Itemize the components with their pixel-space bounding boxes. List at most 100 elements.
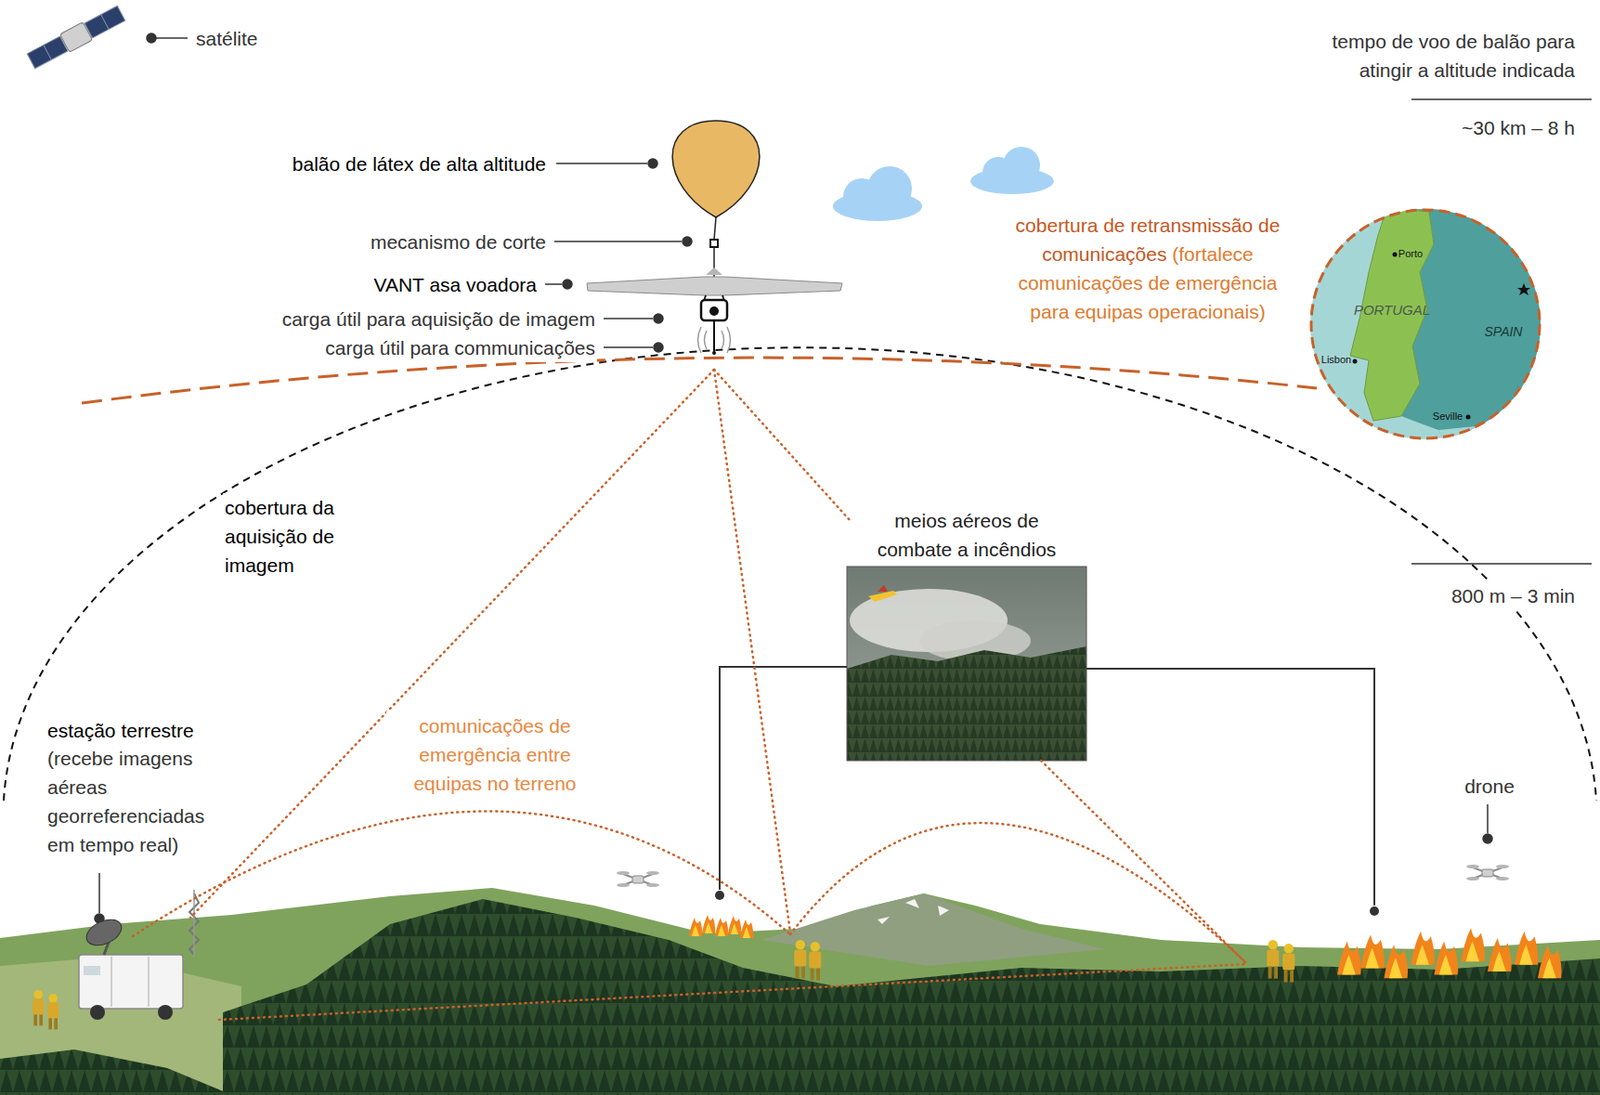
landscape [0,1049,233,1095]
ground-station [78,954,183,1009]
firefighters [808,941,821,981]
firefighters [47,993,59,1029]
scale-heading: tempo de voo de balão para atingir a alt… [1275,26,1577,85]
station-note: (recebe imagens aéreas georreferenciadas… [45,743,235,859]
fire [1460,927,1485,962]
leader-line [1486,804,1489,833]
leader-line [603,346,653,349]
map-place-label: SPAIN [1484,324,1523,339]
aerial-firefighting-photo [877,585,888,592]
map-circle: PortoPORTUGALLisbonSPAINSeville [1308,207,1543,442]
relay-coverage-arc [81,357,1317,404]
communication-link [190,369,715,918]
fire [728,915,742,935]
leader-line [719,666,847,890]
drone-label: drone [1450,771,1529,801]
leader-line [719,666,1375,906]
altitude-scale-line [1411,562,1592,565]
map-place-label: Lisbon [1321,353,1352,365]
ground-station [148,956,150,1007]
satellite-icon [26,36,68,69]
landscape [222,898,1600,1095]
link-label: comunicações de emergência entre equipas… [386,711,604,798]
part-label: VANT asa voadora [372,270,540,300]
ground-station [111,956,113,1007]
coverage-label: cobertura da aquisição de imagem [222,493,385,580]
map-iberia [1466,415,1471,420]
leader-dot [715,890,725,900]
balloon-uav [705,267,723,275]
map-iberia [1517,283,1531,296]
fire [740,919,754,938]
fire [702,914,716,934]
fire [715,917,729,937]
map-outline [1311,209,1540,439]
leader-line [603,317,653,320]
satellite-icon [101,14,109,30]
balloon-uav [709,306,719,316]
balloon-uav [712,351,716,355]
ground-station [193,889,196,957]
landscape [0,887,1600,1095]
communication-link [714,369,791,933]
fire [1514,931,1539,965]
station-label: estação terrestre [45,715,196,745]
cloud [867,166,912,211]
balloon-uav [698,326,731,353]
altitude-scale-line [1411,98,1592,101]
map-iberia [1350,207,1434,421]
balloon-uav [701,299,728,321]
part-label: mecanismo de corte [368,227,548,257]
leader-line [648,158,658,169]
photo-box: meios aéreos de combate a incêndios [846,506,1087,761]
fire [1337,941,1362,976]
cloud [832,146,1054,222]
communication-link [714,369,850,521]
fire [1383,944,1408,978]
ground-station [82,914,126,951]
leader-line [146,33,157,43]
communication-link [132,369,1246,1020]
fire [1487,937,1512,972]
part-label: carga útil para communicações [323,333,598,363]
landscape [877,898,950,924]
leader-dot [715,890,1379,916]
aerial-firefighting-photo [846,566,1087,761]
fire [1537,944,1562,978]
balloon-uav [672,120,760,218]
fire [1410,931,1435,965]
leader-line [554,240,682,243]
leader-line [653,313,664,324]
leader-line [98,872,101,913]
fire [1433,941,1458,976]
fire [689,917,703,937]
map-iberia [1438,426,1532,449]
balloon-uav [586,276,843,296]
map-iberia [1352,359,1358,365]
drone-icon [1466,864,1509,881]
map-iberia [1308,207,1550,449]
firefighters [32,939,1295,1029]
ground-station [78,889,199,1020]
firefighters [793,939,807,979]
leader-line [151,37,188,40]
satellite-icon [84,5,126,39]
photo-heading: meios aéreos de combate a incêndios [867,506,1067,564]
communication-link [219,963,1246,1020]
leader-line [1086,668,1375,906]
aerial-firefighting-photo [868,590,898,602]
aerial-firefighting-photo [846,646,1087,761]
map-iberia [1308,207,1550,449]
drone-icon [616,871,660,887]
altitude-mark: ~30 km – 8 h [1459,113,1577,143]
leader-line [562,279,573,289]
satellite-label: satélite [194,24,261,53]
map-place-label: Porto [1398,247,1423,260]
map-place-label: PORTUGAL [1353,301,1431,318]
communication-link [790,822,1246,963]
map-iberia [1392,252,1398,258]
balloon-uav [710,239,718,248]
part-label: balão de látex de alta altitude [290,149,548,179]
leader-line [653,342,664,352]
balloon-uav [714,217,716,240]
